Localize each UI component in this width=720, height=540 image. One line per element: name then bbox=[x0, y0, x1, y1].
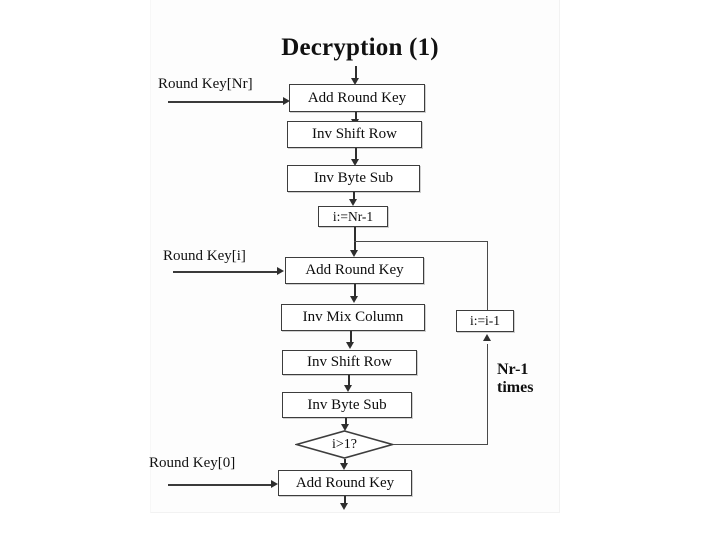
node-add-round-key-i[interactable]: Add Round Key bbox=[285, 257, 424, 284]
edge-decision-branch-to-dec-i bbox=[487, 344, 489, 444]
node-inv-shift-row-1[interactable]: Inv Shift Row bbox=[287, 121, 422, 148]
diamond-shape bbox=[295, 430, 394, 459]
arrowhead-to-add-round-key-0 bbox=[339, 463, 348, 470]
edge-input-to-add-round-key-nr bbox=[355, 66, 357, 79]
arrowhead-input-to-add-round-key-nr bbox=[350, 78, 359, 85]
edge-round-key-i-to-add-round-key bbox=[173, 271, 278, 273]
edge-inv-byte-sub-1-to-init-i bbox=[353, 192, 355, 200]
arrowhead-to-inv-shift-row-2 bbox=[345, 342, 354, 349]
edge-inv-shift-row-1-to-inv-byte-sub-1 bbox=[355, 148, 357, 161]
annotation-loop-count-line1: Nr-1 bbox=[497, 361, 529, 378]
key-input-label-round-key-i: Round Key[i] bbox=[163, 248, 246, 264]
edge-inv-mix-column-to-inv-shift-row-2 bbox=[350, 331, 352, 343]
edge-round-key-0-to-add-round-key bbox=[168, 484, 272, 486]
node-decrement-i[interactable]: i:=i-1 bbox=[456, 310, 514, 332]
arrowhead-output bbox=[339, 503, 348, 510]
arrowhead-into-dec-i bbox=[482, 334, 491, 341]
edge-inv-byte-sub-2-to-decision bbox=[345, 418, 347, 426]
node-add-round-key-nr[interactable]: Add Round Key bbox=[289, 84, 425, 112]
arrowhead-to-inv-byte-sub-2 bbox=[343, 385, 352, 392]
annotation-loop-count-line2: times bbox=[497, 379, 534, 397]
node-add-round-key-0[interactable]: Add Round Key bbox=[278, 470, 412, 496]
node-init-i[interactable]: i:=Nr-1 bbox=[318, 206, 388, 227]
decision-label: i>1? bbox=[332, 436, 357, 452]
arrowhead-to-inv-byte-sub-1 bbox=[350, 159, 359, 166]
arrowhead-round-key-nr bbox=[283, 97, 290, 105]
node-inv-mix-column[interactable]: Inv Mix Column bbox=[281, 304, 425, 331]
arrowhead-round-key-i bbox=[277, 267, 284, 275]
edge-decision-yes-horizontal bbox=[393, 444, 488, 446]
annotation-loop-count: Nr-1 times bbox=[497, 361, 533, 398]
node-inv-byte-sub-2[interactable]: Inv Byte Sub bbox=[282, 392, 412, 418]
edge-inv-shift-row-2-to-inv-byte-sub-2 bbox=[348, 375, 350, 387]
node-decision-i-gt-1[interactable]: i>1? bbox=[295, 430, 394, 459]
edge-add-round-key-nr-to-inv-shift-row bbox=[355, 112, 357, 121]
page-title: Decryption (1) bbox=[281, 34, 439, 61]
edge-loopback-vertical-down-to-dec-i bbox=[487, 241, 489, 311]
edge-round-key-nr-to-add-round-key bbox=[168, 101, 284, 103]
arrowhead-to-add-round-key-i bbox=[349, 250, 358, 257]
edge-add-round-key-0-to-output bbox=[344, 496, 346, 504]
edge-add-round-key-i-to-inv-mix-column bbox=[354, 284, 356, 298]
node-inv-byte-sub-1[interactable]: Inv Byte Sub bbox=[287, 165, 420, 192]
arrowhead-to-decision bbox=[340, 424, 349, 431]
node-inv-shift-row-2[interactable]: Inv Shift Row bbox=[282, 350, 417, 375]
arrowhead-to-init-i bbox=[348, 199, 357, 206]
key-input-label-round-key-0: Round Key[0] bbox=[149, 455, 236, 471]
edge-init-i-to-add-round-key-i bbox=[354, 227, 356, 252]
key-input-label-round-key-nr: Round Key[Nr] bbox=[158, 76, 253, 92]
arrowhead-to-inv-mix-column bbox=[349, 296, 358, 303]
edge-loopback-horizontal bbox=[354, 241, 488, 243]
arrowhead-round-key-0 bbox=[271, 480, 278, 488]
edge-decision-no-to-add-round-key-0 bbox=[344, 459, 346, 465]
